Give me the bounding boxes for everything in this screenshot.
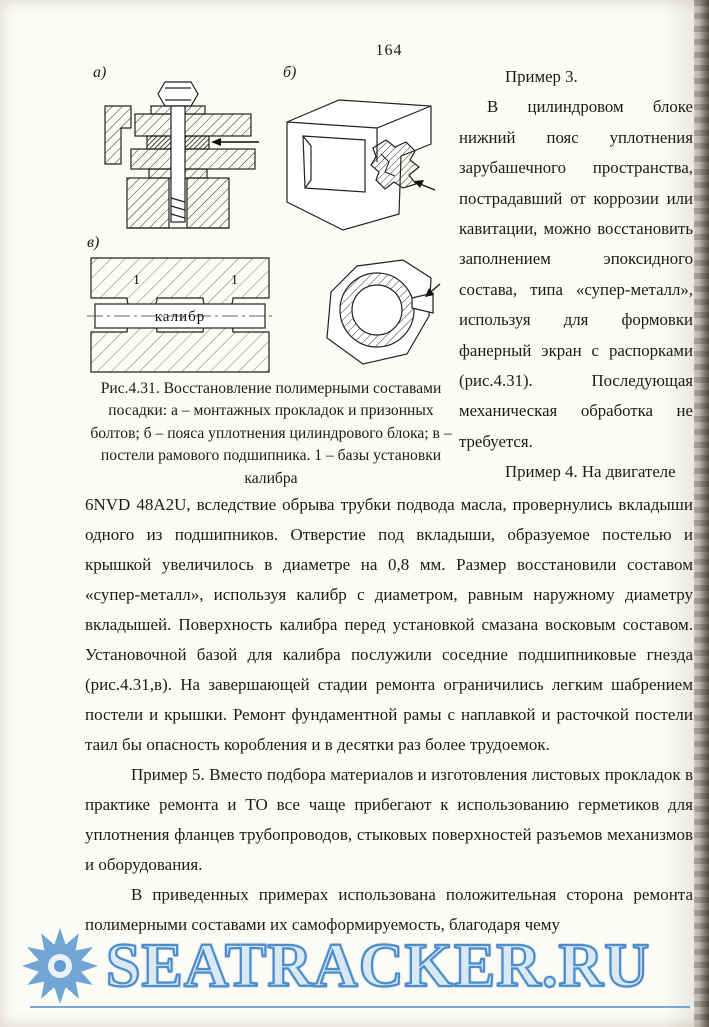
epoxy-filler-shape <box>370 139 420 190</box>
filler-arrow <box>414 180 436 191</box>
gasket-arrow <box>211 138 259 146</box>
figure-4-31: а) б) в) <box>85 64 447 376</box>
closing-paragraph: В приведенных примерах использована поло… <box>85 885 693 934</box>
example-4-continuation: 6NVD 48A2U, вследствие обрыва трубки под… <box>85 495 693 754</box>
example-3-heading: Пример 3. <box>505 67 578 86</box>
figure-v-bearing-housing-drawing <box>326 259 441 365</box>
watermark: SEATRACKER.RU <box>20 924 650 1008</box>
example-4-start: Пример 4. На двигателе <box>505 462 676 482</box>
example-5-paragraph: Пример 5. Вместо подбора материалов и из… <box>85 765 693 874</box>
locating-tab <box>411 292 434 314</box>
tab-arrow <box>425 283 441 297</box>
base-marker-1-left: 1 <box>133 273 140 288</box>
figure-part-label-b: б) <box>283 64 297 81</box>
watermark-text: SEATRACKER.RU <box>105 931 651 1001</box>
figure-caption: Рис.4.31. Восстановление полимерными сос… <box>90 380 452 487</box>
right-text-column: Пример 3. В цилиндровом блоке нижний поя… <box>459 62 693 488</box>
main-text-block: 6NVD 48A2U, вследствие обрыва трубки под… <box>85 490 693 940</box>
figure-part-label-a: а) <box>93 64 107 81</box>
scan-binding-shadow <box>694 0 709 1027</box>
base-marker-1-right: 1 <box>231 273 238 288</box>
figure-a-bolted-joint-drawing <box>104 81 259 229</box>
figure-part-label-v: в) <box>87 234 100 251</box>
watermark-underline <box>30 1006 690 1008</box>
figure-b-cylinder-block-drawing <box>286 99 436 231</box>
figure-v-bearing-bed-drawing: 1 1 калибр <box>87 257 273 373</box>
scan-edge-fade <box>663 0 697 1027</box>
kalibr-label: калибр <box>155 309 206 325</box>
page-number: 164 <box>375 42 403 59</box>
example-3-paragraph: В цилиндровом блоке нижний пояс уплотнен… <box>459 97 693 451</box>
sun-icon <box>22 928 98 1004</box>
